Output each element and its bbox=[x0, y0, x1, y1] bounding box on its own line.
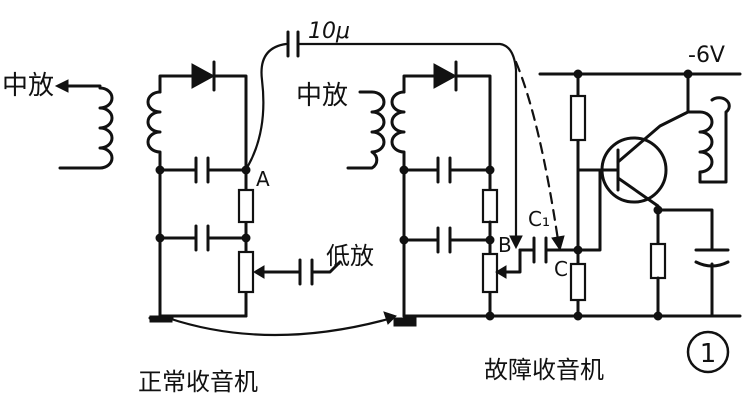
c1-label: C₁ bbox=[528, 207, 550, 231]
lead-a-to-cap bbox=[246, 42, 288, 168]
left-pot-wiper-arrow bbox=[253, 265, 265, 279]
ground-link bbox=[166, 316, 394, 337]
figure-number: 1 bbox=[700, 339, 717, 369]
junction-dot bbox=[653, 311, 663, 321]
left-resistor bbox=[237, 188, 255, 224]
junction-dot bbox=[155, 233, 165, 243]
right-wiper-wire bbox=[498, 248, 522, 274]
junction-dot bbox=[683, 69, 693, 79]
right-wiper-arrow bbox=[495, 265, 507, 279]
junction-dot bbox=[573, 311, 583, 321]
right-diode bbox=[433, 63, 458, 89]
right-transformer-secondary bbox=[390, 90, 406, 172]
faulty-radio-caption: 故障收音机 bbox=[484, 356, 604, 384]
point-a-label: A bbox=[256, 167, 270, 191]
lead-arrow-c bbox=[551, 235, 565, 252]
cap-10u-plates bbox=[286, 30, 300, 58]
left-cap1-plates bbox=[194, 156, 210, 184]
junction-dot bbox=[653, 205, 663, 215]
lead-cap-to-b bbox=[296, 42, 518, 242]
left-top-wire bbox=[158, 74, 248, 170]
left-if-arrowhead bbox=[54, 79, 69, 93]
transistor-collector bbox=[616, 110, 690, 164]
cap-value-label: 10μ bbox=[308, 19, 350, 44]
junction-dot bbox=[241, 233, 251, 243]
right-cap1-plates bbox=[436, 156, 452, 184]
left-cap2-plates bbox=[194, 224, 210, 252]
supply-voltage-label: -6V bbox=[688, 43, 725, 68]
point-b-label: B bbox=[498, 233, 512, 257]
emitter-resistor bbox=[649, 242, 667, 280]
right-transformer-primary bbox=[346, 90, 386, 170]
junction-dot bbox=[399, 165, 409, 175]
ground-link-arrow bbox=[383, 311, 397, 325]
bias-resistor-bottom bbox=[569, 262, 587, 302]
bias-resistor-top bbox=[569, 94, 587, 142]
normal-radio-caption: 正常收音机 bbox=[138, 368, 258, 396]
right-potentiometer bbox=[481, 252, 499, 294]
right-ground-symbol bbox=[393, 317, 417, 327]
junction-dot bbox=[485, 311, 495, 321]
lead-arrow-b bbox=[509, 235, 523, 250]
junction-dot bbox=[573, 69, 583, 79]
collector-coil bbox=[686, 96, 731, 184]
left-if-label: 中放 bbox=[2, 71, 54, 101]
figure-number-circle bbox=[686, 330, 730, 374]
dashed-lead-to-c bbox=[514, 60, 560, 242]
junction-dot bbox=[399, 235, 409, 245]
left-transformer-primary bbox=[58, 84, 114, 170]
left-potentiometer bbox=[237, 250, 255, 294]
right-cap2-plates bbox=[436, 226, 452, 254]
c1-plates bbox=[532, 236, 548, 264]
junction-dot bbox=[485, 235, 495, 245]
af-out-label: 低放 bbox=[326, 242, 374, 270]
af-out-wire bbox=[310, 260, 342, 274]
normal-radio-circuit bbox=[54, 60, 342, 323]
junction-dot bbox=[573, 245, 583, 255]
junction-dot bbox=[241, 165, 251, 175]
point-c-label: C bbox=[554, 257, 568, 281]
junction-dot bbox=[155, 165, 165, 175]
right-top-wire bbox=[402, 74, 492, 192]
left-transformer-secondary bbox=[146, 90, 162, 172]
right-resistor bbox=[481, 188, 499, 224]
right-if-label: 中放 bbox=[296, 81, 348, 111]
base-wire bbox=[576, 168, 602, 252]
emitter-wires bbox=[656, 208, 714, 318]
af-cap-plates bbox=[298, 258, 314, 286]
junction-dot bbox=[485, 165, 495, 175]
left-diode bbox=[191, 63, 216, 89]
test-leads bbox=[166, 30, 565, 337]
faulty-radio-circuit bbox=[346, 60, 742, 327]
